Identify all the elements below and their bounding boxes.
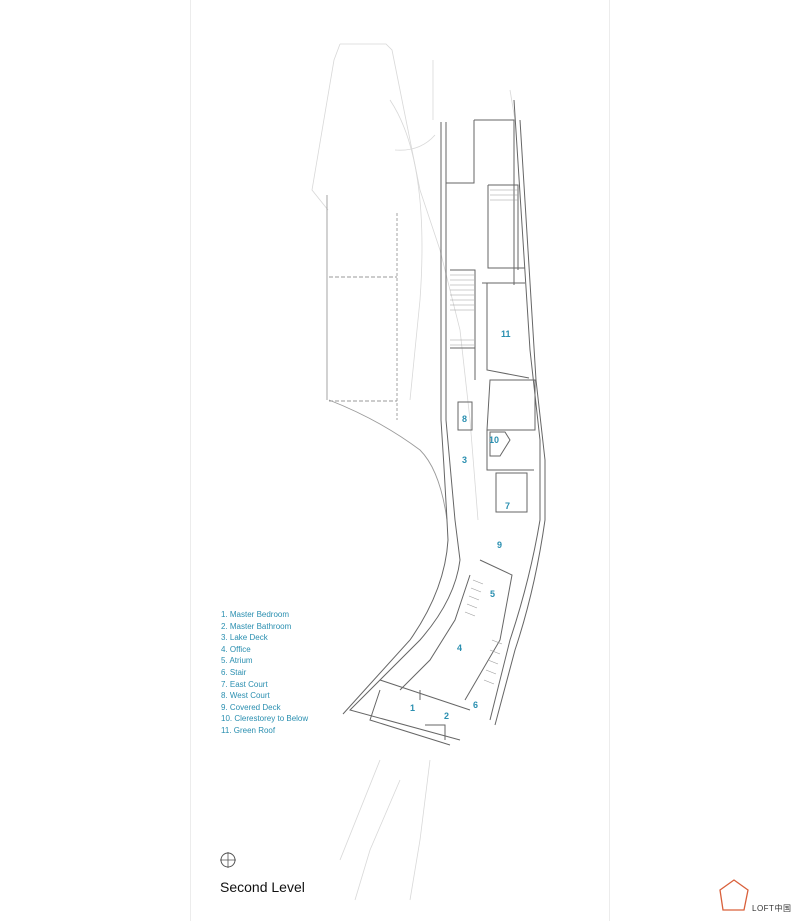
room-label-east-court: 7 xyxy=(505,501,510,511)
legend-item: 10. Clerestorey to Below xyxy=(221,714,309,724)
stair-treads xyxy=(450,189,518,685)
room-legend: 1. Master Bedroom 2. Master Bathroom 3. … xyxy=(221,609,308,737)
room-label-clerestorey: 10 xyxy=(489,435,499,445)
legend-item: 9. Covered Deck xyxy=(221,702,281,712)
room-label-west-court: 8 xyxy=(462,414,467,424)
room-label-atrium: 5 xyxy=(490,589,495,599)
room-label-covered-deck: 9 xyxy=(497,540,502,550)
room-label-stair: 6 xyxy=(473,700,478,710)
room-label-green-roof: 11 xyxy=(501,329,511,339)
legend-item: 8. West Court xyxy=(221,691,270,701)
legend-item: 5. Atrium xyxy=(221,656,253,666)
logo-text: LOFT中国 xyxy=(752,904,792,913)
legend-item: 1. Master Bedroom xyxy=(221,610,290,619)
building-walls xyxy=(342,99,546,746)
room-label-office: 4 xyxy=(457,643,462,653)
legend-item: 2. Master Bathroom xyxy=(221,621,292,631)
legend-item: 6. Stair xyxy=(221,667,247,677)
legend-item: 7. East Court xyxy=(221,679,268,689)
room-label-master-bathroom: 2 xyxy=(444,711,449,721)
legend-item: 3. Lake Deck xyxy=(221,633,268,643)
compass-icon xyxy=(220,852,236,868)
legend-item: 4. Office xyxy=(221,644,251,654)
legend-item: 11. Green Roof xyxy=(221,725,276,735)
drawing-sheet xyxy=(190,0,610,921)
loft-logo-icon xyxy=(719,879,749,911)
parking-structure xyxy=(326,195,448,521)
room-label-master-bedroom: 1 xyxy=(410,703,415,713)
context-lines xyxy=(311,43,516,901)
drawing-title: Second Level xyxy=(220,879,305,895)
room-label-lake-deck: 3 xyxy=(462,455,467,465)
room-labels: 11 8 10 3 7 9 5 4 1 2 6 xyxy=(410,329,511,721)
